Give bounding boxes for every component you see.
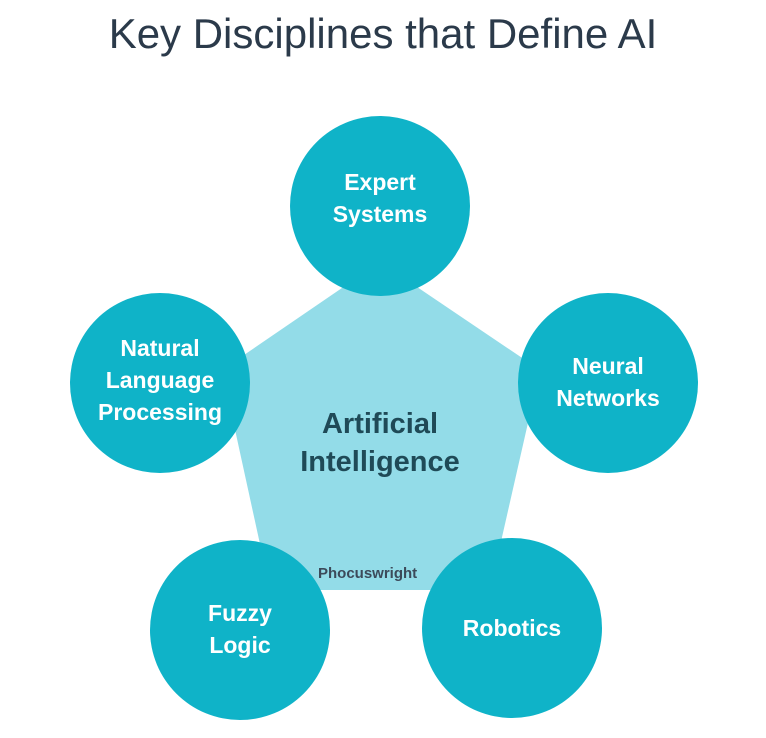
label-line: Processing	[98, 399, 222, 425]
center-line-1: Artificial	[321, 408, 439, 440]
label-line: Systems	[332, 201, 428, 227]
label-line: Logic	[209, 632, 271, 658]
node-label-robotics: Robotics	[422, 612, 602, 644]
label-line: Neural	[572, 353, 644, 379]
phocuswright-logo: Phocuswright	[318, 565, 418, 582]
label-line: Language	[105, 367, 215, 393]
node-nlp	[70, 293, 250, 473]
diagram-title: Key Disciplines that Define AI	[108, 10, 658, 57]
label-line: Expert	[344, 169, 416, 195]
center-pentagon	[222, 262, 540, 590]
center-line-2: Intelligence	[300, 446, 460, 478]
node-neural-networks	[518, 293, 698, 473]
label-line: Networks	[556, 385, 660, 411]
node-expert-systems	[290, 116, 470, 296]
label-line: Fuzzy	[208, 600, 272, 626]
label-line: Robotics	[462, 615, 562, 641]
node-fuzzy-logic	[150, 540, 330, 720]
node-robotics	[422, 538, 602, 718]
center-label: Artificial Intelligence	[260, 405, 500, 481]
label-line: Natural	[120, 335, 200, 361]
